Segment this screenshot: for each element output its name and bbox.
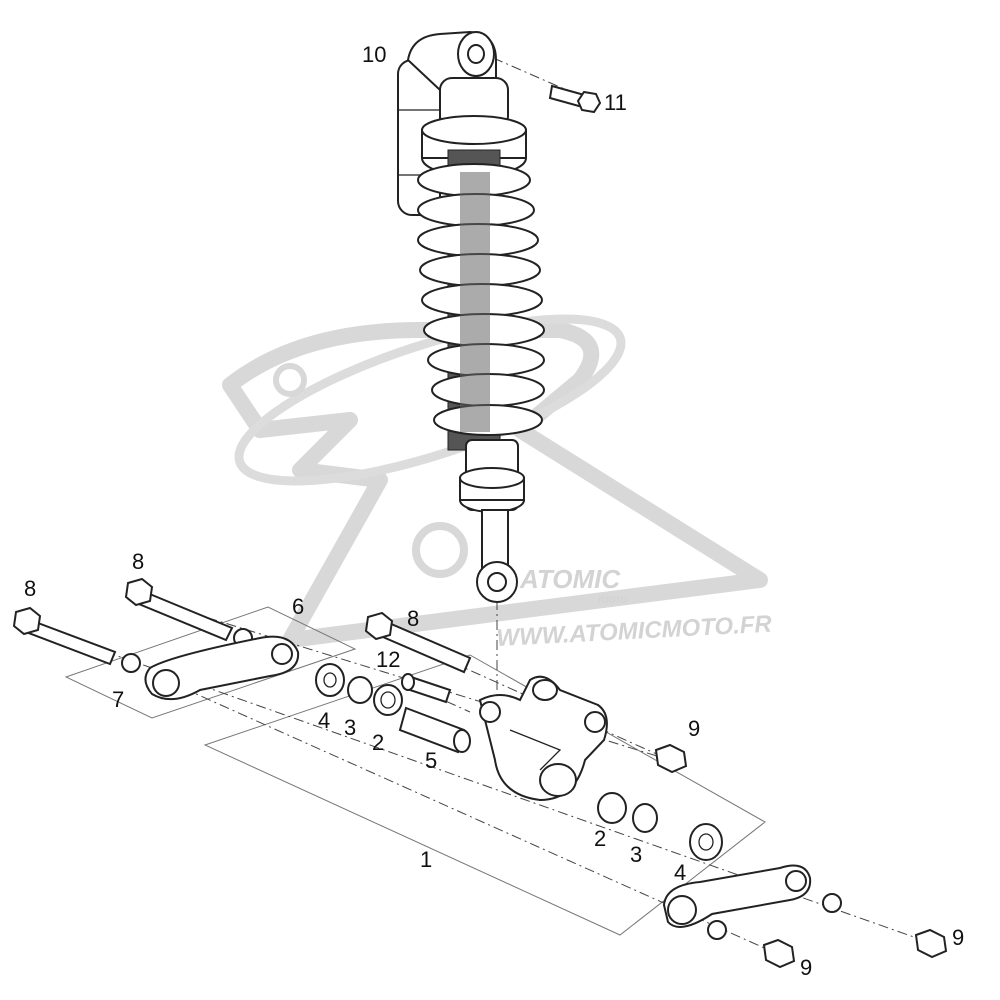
group-frame-1	[203, 654, 766, 936]
callout-1: 1	[420, 847, 432, 872]
callout-4-right: 4	[674, 860, 686, 885]
callout-labels: 10 11 8 8 8 6 7 12 4 3 2 5 9 2 3 4 1 9 9	[24, 42, 964, 980]
shock-absorber	[397, 30, 545, 603]
watermark-logo-text: ATOMIC	[519, 564, 621, 594]
seal-3-left	[347, 676, 373, 704]
callout-12: 12	[376, 647, 400, 672]
bushing-2-left	[373, 684, 403, 716]
bushing-7-lower-right	[822, 893, 842, 913]
linkage-6	[144, 635, 300, 701]
shock-spring	[417, 163, 545, 436]
callout-8-middle: 8	[132, 549, 144, 574]
nut-9-right	[914, 928, 948, 959]
linkage-lower	[662, 864, 812, 928]
callout-8-right: 8	[407, 606, 419, 631]
callout-2-left: 2	[372, 730, 384, 755]
nut-9-top	[654, 743, 688, 774]
sleeve-5	[398, 706, 471, 754]
washer-4-left	[315, 663, 345, 697]
bushing-7	[121, 653, 141, 673]
callout-9-top: 9	[688, 716, 700, 741]
bolt-8-left	[12, 606, 117, 666]
callout-7: 7	[112, 687, 124, 712]
callout-2-right: 2	[594, 826, 606, 851]
callout-10: 10	[362, 42, 386, 67]
bushing-7-lower	[707, 920, 727, 940]
callout-5: 5	[425, 748, 437, 773]
callout-11: 11	[604, 90, 627, 115]
nut-9-bottom	[762, 938, 796, 969]
bolt-8-middle	[124, 577, 234, 642]
callout-9-bottom: 9	[800, 955, 812, 980]
bolt-11	[548, 84, 602, 114]
callout-3-right: 3	[630, 842, 642, 867]
callout-8-left: 8	[24, 576, 36, 601]
rocker-bracket	[478, 675, 608, 802]
bushing-2-right	[597, 792, 627, 824]
callout-4-left: 4	[318, 708, 330, 733]
pin-12	[401, 673, 452, 704]
callout-6: 6	[292, 594, 304, 619]
bolt-8-right	[364, 611, 472, 674]
washer-4-right	[689, 823, 723, 861]
watermark-url: WWW.ATOMICMOTO.FR	[496, 611, 773, 652]
callout-9-right: 9	[952, 925, 964, 950]
seal-3-right	[632, 803, 658, 833]
callout-3-left: 3	[344, 715, 356, 740]
watermark-logo-sub: moto	[598, 592, 627, 606]
